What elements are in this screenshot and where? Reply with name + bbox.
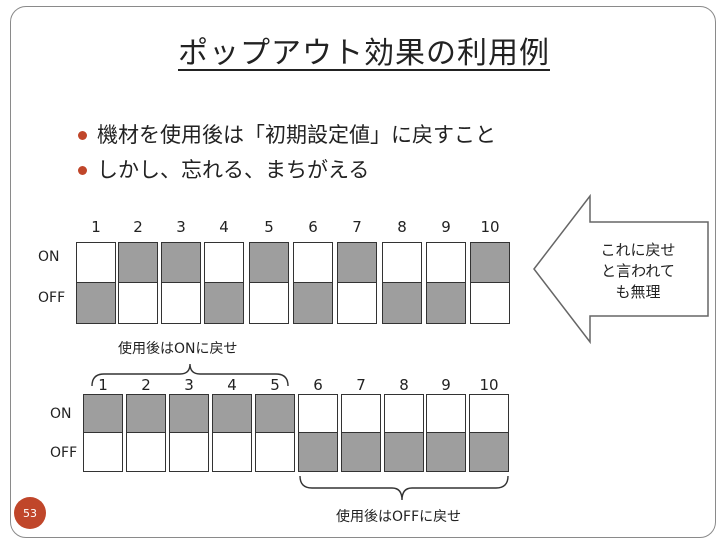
panel2-off-label: OFF	[50, 445, 78, 461]
switch-number-9: 9	[441, 376, 451, 394]
page-number-badge: 53	[14, 497, 46, 529]
dip-switch-2[interactable]	[118, 242, 158, 324]
switch-number-8: 8	[399, 376, 409, 394]
switch-off-cell	[342, 433, 380, 471]
switch-number-4: 4	[219, 218, 229, 236]
switch-number-1: 1	[98, 376, 108, 394]
switch-off-cell	[470, 433, 508, 471]
panel1-off-label: OFF	[38, 290, 66, 306]
dip-switch-9[interactable]	[426, 394, 466, 472]
dip-switch-1[interactable]	[76, 242, 116, 324]
switch-number-6: 6	[313, 376, 323, 394]
switch-off-cell	[77, 283, 115, 323]
switch-number-2: 2	[141, 376, 151, 394]
switch-number-5: 5	[270, 376, 280, 394]
switch-on-cell	[256, 395, 294, 433]
switch-number-1: 1	[91, 218, 101, 236]
switch-on-cell	[470, 395, 508, 433]
switch-on-cell	[162, 243, 200, 283]
dip-switch-5[interactable]	[249, 242, 289, 324]
switch-on-cell	[250, 243, 288, 283]
bullet-dot-icon	[78, 131, 87, 140]
bullet-item: 機材を使用後は「初期設定値」に戻すこと	[78, 118, 496, 153]
bullet-dot-icon	[78, 166, 87, 175]
switch-number-4: 4	[227, 376, 237, 394]
panel2-on-label: ON	[50, 406, 72, 422]
note-return-off: 使用後はOFFに戻せ	[336, 509, 462, 525]
dip-switch-2[interactable]	[126, 394, 166, 472]
switch-on-cell	[471, 243, 509, 283]
switch-number-9: 9	[441, 218, 451, 236]
switch-off-cell	[427, 283, 465, 323]
dip-switch-6[interactable]	[298, 394, 338, 472]
dip-switch-7[interactable]	[337, 242, 377, 324]
switch-number-10: 10	[479, 376, 499, 394]
switch-on-cell	[385, 395, 423, 433]
switch-on-cell	[299, 395, 337, 433]
slide-title: ポップアウト効果の利用例	[178, 36, 550, 71]
dip-switch-3[interactable]	[161, 242, 201, 324]
switch-on-cell	[119, 243, 157, 283]
dip-switch-8[interactable]	[384, 394, 424, 472]
switch-off-cell	[427, 433, 465, 471]
switch-on-cell	[127, 395, 165, 433]
dip-switch-3[interactable]	[169, 394, 209, 472]
switch-off-cell	[205, 283, 243, 323]
switch-off-cell	[294, 283, 332, 323]
dip-switch-10[interactable]	[469, 394, 509, 472]
dip-switch-10[interactable]	[470, 242, 510, 324]
switch-number-6: 6	[308, 218, 318, 236]
switch-number-7: 7	[356, 376, 366, 394]
bullet-item: しかし、忘れる、まちがえる	[78, 153, 496, 188]
dip-switch-8[interactable]	[382, 242, 422, 324]
switch-off-cell	[385, 433, 423, 471]
switch-on-cell	[205, 243, 243, 283]
dip-switch-5[interactable]	[255, 394, 295, 472]
dip-switch-4[interactable]	[204, 242, 244, 324]
switch-on-cell	[213, 395, 251, 433]
left-arrow-icon	[533, 194, 709, 344]
switch-number-3: 3	[176, 218, 186, 236]
dip-switch-6[interactable]	[293, 242, 333, 324]
bullet-list: 機材を使用後は「初期設定値」に戻すこと しかし、忘れる、まちがえる	[78, 118, 496, 188]
switch-number-10: 10	[480, 218, 500, 236]
switch-on-cell	[383, 243, 421, 283]
switch-on-cell	[84, 395, 122, 433]
panel1-on-label: ON	[38, 249, 60, 265]
switch-number-5: 5	[264, 218, 274, 236]
switch-on-cell	[342, 395, 380, 433]
dip-switch-9[interactable]	[426, 242, 466, 324]
switch-on-cell	[294, 243, 332, 283]
switch-number-8: 8	[397, 218, 407, 236]
dip-switch-1[interactable]	[83, 394, 123, 472]
switch-number-7: 7	[352, 218, 362, 236]
slide-frame	[10, 6, 716, 538]
callout-text: これに戻せ と言われて も無理	[600, 241, 676, 301]
switch-on-cell	[338, 243, 376, 283]
switch-on-cell	[427, 243, 465, 283]
dip-switch-4[interactable]	[212, 394, 252, 472]
switch-on-cell	[170, 395, 208, 433]
switch-off-cell	[383, 283, 421, 323]
note-return-on: 使用後はONに戻せ	[118, 341, 238, 357]
switch-number-3: 3	[184, 376, 194, 394]
switch-number-2: 2	[133, 218, 143, 236]
switch-on-cell	[427, 395, 465, 433]
switch-off-cell	[299, 433, 337, 471]
switch-on-cell	[77, 243, 115, 283]
dip-switch-7[interactable]	[341, 394, 381, 472]
